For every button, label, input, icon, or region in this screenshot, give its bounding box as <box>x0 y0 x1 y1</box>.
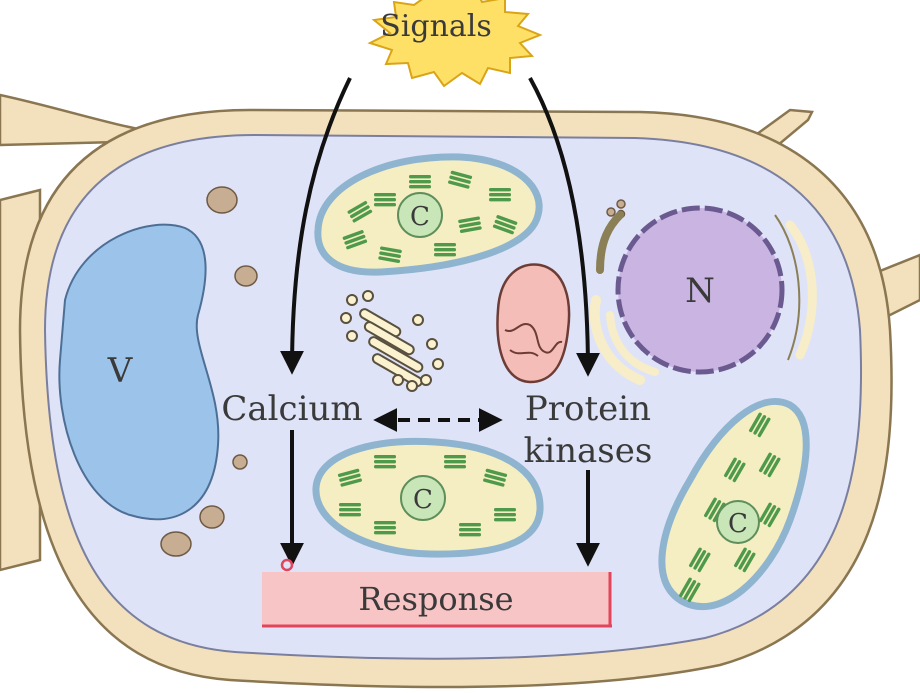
protein-kinases-label-line1: Protein <box>525 389 651 429</box>
chloroplast-top-label: C <box>410 202 430 232</box>
golgi-apparatus <box>340 290 444 392</box>
chloroplast-middle: C <box>312 437 544 558</box>
vacuole-label: V <box>107 351 134 391</box>
nucleus-label: N <box>685 271 715 311</box>
response-label: Response <box>358 580 513 618</box>
signals-burst: Signals <box>367 0 543 88</box>
signal-arrows <box>280 77 600 567</box>
cursor-marker <box>280 558 294 572</box>
chloroplast-right: C <box>658 398 810 610</box>
arrow-signals-to-calcium <box>280 77 352 375</box>
protein-kinases-label-line2: kinases <box>524 431 653 471</box>
mitochondrion <box>496 263 571 384</box>
chloroplast-top: C <box>314 153 543 276</box>
chloroplast-middle-label: C <box>413 485 433 515</box>
signals-label: Signals <box>380 9 492 44</box>
response-box: Response <box>262 572 612 628</box>
nucleus-with-er: N <box>589 205 817 385</box>
arrow-signals-to-kinases <box>528 77 600 377</box>
calcium-label: Calcium <box>221 389 362 429</box>
vacuole <box>58 223 220 521</box>
chloroplast-right-label: C <box>728 509 748 539</box>
